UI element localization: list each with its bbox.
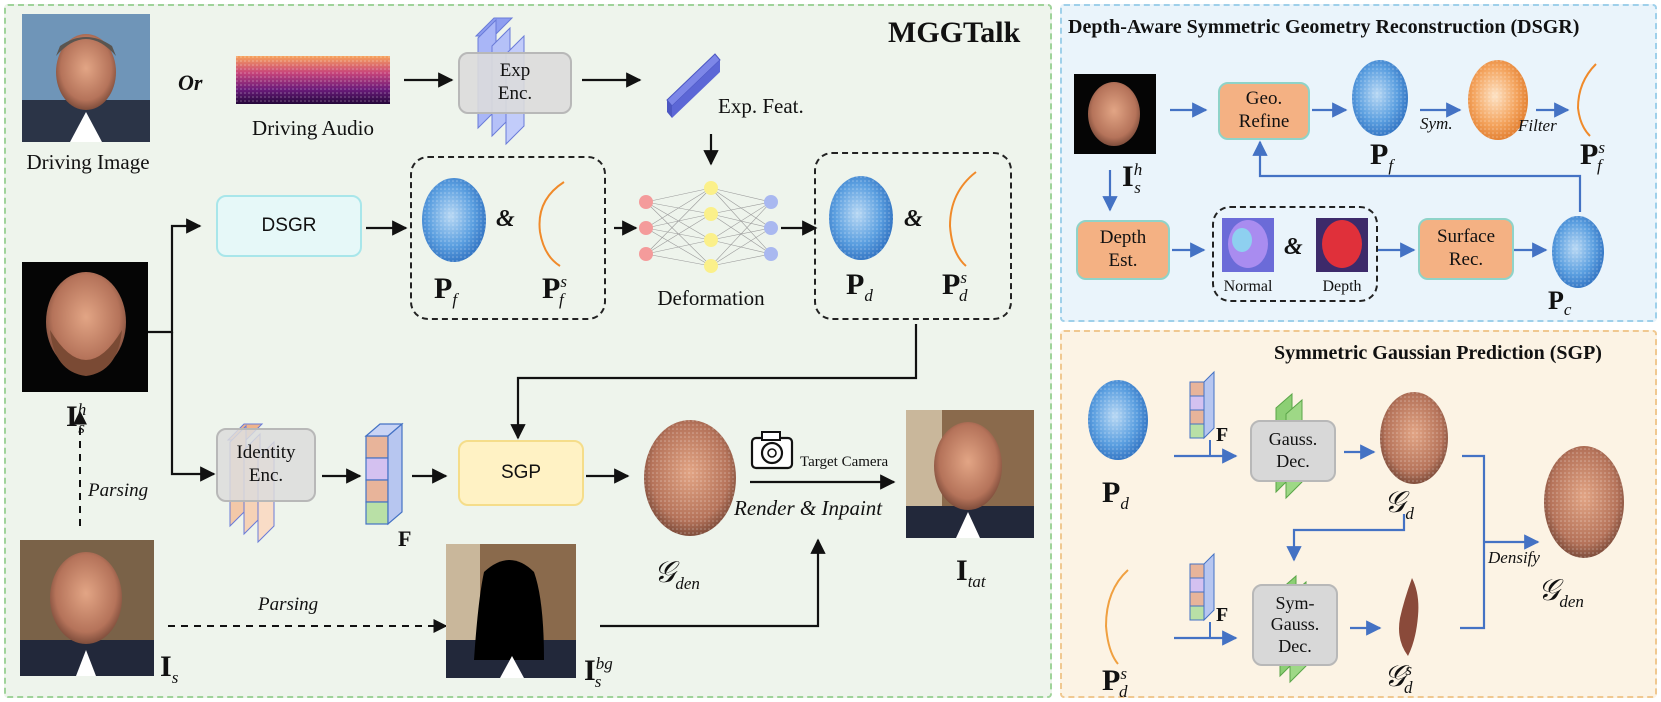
depth-map (1316, 218, 1368, 272)
network-edge (710, 201, 772, 215)
symmetric-profile-psd (948, 171, 977, 267)
driving-audio-spectrogram (236, 56, 390, 104)
dsgr-point-cloud-pf (1352, 60, 1408, 136)
sgp-feature-grid-f1 (1189, 370, 1215, 440)
pf-group (410, 156, 606, 320)
camera-icon (750, 431, 794, 470)
pf-symbol: Pf (434, 272, 458, 309)
sgp-gsd-symbol: 𝒢sd (1384, 660, 1413, 697)
network-edge (710, 227, 772, 267)
normal-depth-group (1212, 206, 1378, 302)
network-edge (710, 201, 772, 267)
sgp-point-cloud-pd (1088, 380, 1148, 460)
dsgr-profile-psf (1576, 63, 1597, 137)
f-label-sgp-2: F (1216, 604, 1229, 626)
driving-audio-label: Driving Audio (252, 116, 374, 140)
driving-image-label: Driving Image (26, 150, 150, 174)
network-edge (645, 239, 712, 255)
psf-symbol: Psf (542, 272, 567, 309)
f-label-sgp-1: F (1216, 424, 1229, 446)
depth-label: Depth (1322, 278, 1362, 295)
pd-group (814, 152, 1012, 320)
sgp-profile-psd (1104, 569, 1129, 665)
parsing-label-vertical: Parsing (88, 480, 149, 501)
deformation-label: Deformation (657, 286, 765, 310)
render-inpaint-label: Render & Inpaint (734, 496, 883, 520)
deformation-network (645, 187, 772, 267)
normal-label: Normal (1223, 278, 1273, 295)
gden-symbol: 𝒢den (654, 556, 700, 593)
network-edge (710, 201, 772, 241)
symmetric-profile-psf (538, 181, 565, 267)
isbg-symbol: Ibgs (584, 654, 613, 691)
parsing-label-horizontal: Parsing (258, 594, 319, 615)
gaussian-head-gden (644, 420, 736, 536)
exp-feat-label: Exp. Feat. (718, 94, 804, 118)
sgp-gaussian-gd (1380, 392, 1448, 484)
filter-label: Filter (1518, 116, 1557, 135)
amp-1: & (496, 206, 515, 232)
dsgr-ish-symbol: Ihs (1122, 160, 1143, 197)
dsgr-box: DSGR (216, 195, 362, 257)
network-edge (710, 253, 772, 267)
sgp-box: SGP (458, 440, 584, 506)
deformation-nodes (639, 181, 778, 273)
network-edge (710, 187, 772, 203)
point-cloud-pf (422, 178, 486, 262)
sym-gauss-dec-box: Sym- Gauss. Dec. (1252, 584, 1338, 666)
dsgr-point-cloud-pc (1552, 216, 1604, 288)
dsgr-pf-symbol: Pf (1370, 138, 1394, 175)
surface-rec-box: Surface Rec. (1418, 218, 1514, 280)
geo-refine-box: Geo. Refine (1218, 82, 1310, 140)
network-edge (645, 187, 712, 255)
ish-symbol: Ihs (66, 400, 87, 437)
exp-enc-box: Exp Enc. (458, 52, 572, 114)
main-title: MGGTalk (888, 16, 1021, 49)
pd-symbol: Pd (846, 268, 873, 305)
sgp-gd-symbol: 𝒢d (1384, 486, 1414, 523)
itat-symbol: Itat (956, 554, 986, 591)
sgp-title: Symmetric Gaussian Prediction (SGP) (1274, 342, 1602, 364)
normal-map (1222, 218, 1274, 272)
amp-2: & (904, 206, 923, 232)
network-edge (645, 187, 712, 229)
background-image-isbg (446, 544, 576, 678)
sgp-gden-symbol: 𝒢den (1538, 574, 1584, 611)
amp-3: & (1284, 234, 1303, 260)
f-label-main: F (398, 526, 412, 551)
dsgr-title: Depth-Aware Symmetric Geometry Reconstru… (1068, 16, 1580, 38)
identity-enc-box: Identity Enc. (216, 428, 316, 502)
dsgr-psf-symbol: Psf (1580, 138, 1605, 175)
sgp-feature-grid-f2 (1189, 552, 1215, 622)
gauss-dec-box: Gauss. Dec. (1250, 420, 1336, 482)
densify-label: Densify (1488, 548, 1540, 567)
sgp-pd-symbol: Pd (1102, 476, 1129, 513)
parsed-face-image (22, 262, 148, 392)
network-edge (645, 253, 712, 267)
network-edge (645, 213, 712, 255)
source-image-is (20, 540, 154, 676)
sgp-psd-symbol: Psd (1102, 664, 1128, 701)
depth-est-box: Depth Est. (1076, 220, 1170, 280)
sgp-gaussian-gsd (1399, 578, 1419, 656)
exp-feature-bar (666, 53, 721, 118)
is-symbol: Is (160, 650, 179, 687)
dsgr-pc-symbol: Pc (1548, 286, 1572, 320)
psd-symbol: Psd (942, 268, 968, 305)
network-edge (645, 187, 712, 203)
dsgr-symmetric-cloud (1468, 60, 1528, 140)
feature-grid-f (364, 422, 404, 526)
or-label: Or (178, 70, 203, 95)
sgp-gaussian-gden (1544, 446, 1624, 558)
sym-label: Sym. (1420, 114, 1453, 133)
point-cloud-pd (829, 176, 893, 260)
driving-image (22, 14, 150, 142)
dsgr-input-face (1074, 74, 1156, 154)
target-camera-label: Target Camera (800, 454, 889, 470)
target-image-itat (906, 410, 1034, 538)
